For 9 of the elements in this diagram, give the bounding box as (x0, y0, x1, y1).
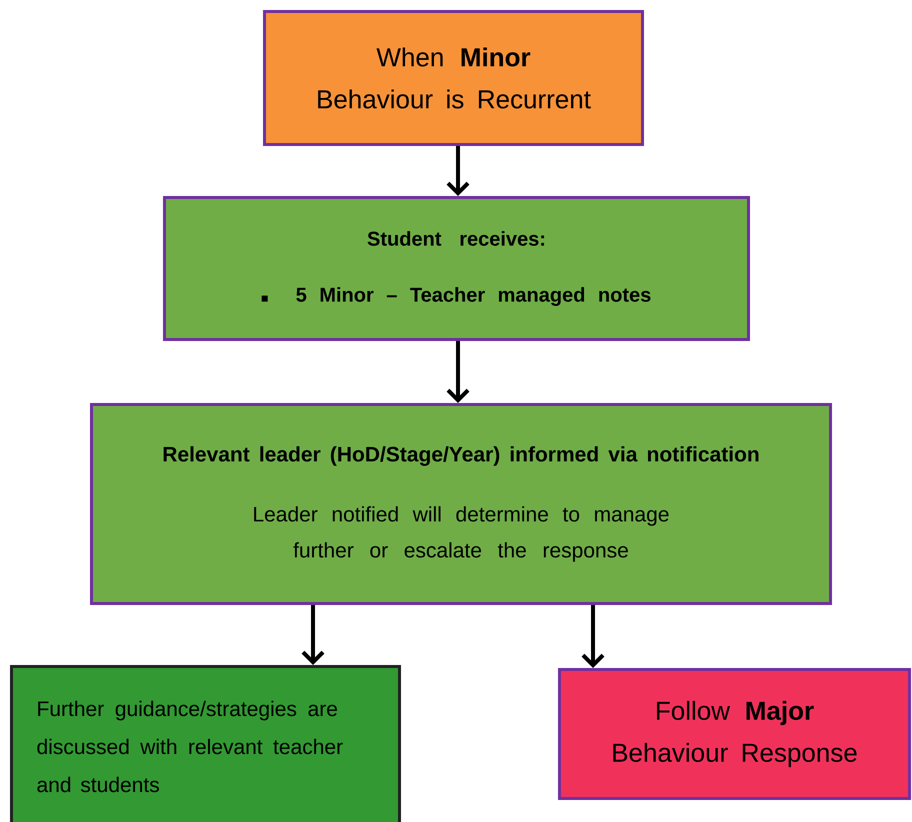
arrow (446, 341, 470, 403)
arrow (302, 605, 324, 665)
arrow (582, 605, 604, 668)
process-box: Student receives: 5 Minor – Teacher managed notes (163, 196, 750, 341)
process-box: Follow Major Behaviour Response (558, 668, 911, 800)
arrow (446, 146, 470, 196)
process-box: When Minor Behaviour is Recurrent (263, 10, 644, 146)
process-box: Relevant leader (HoD/Stage/Year) informed via notification Leader notified will determine to manage further or escalate the response (90, 403, 832, 605)
process-box: Further guidance/strategies are discussed with relevant teacher and students (10, 665, 401, 822)
